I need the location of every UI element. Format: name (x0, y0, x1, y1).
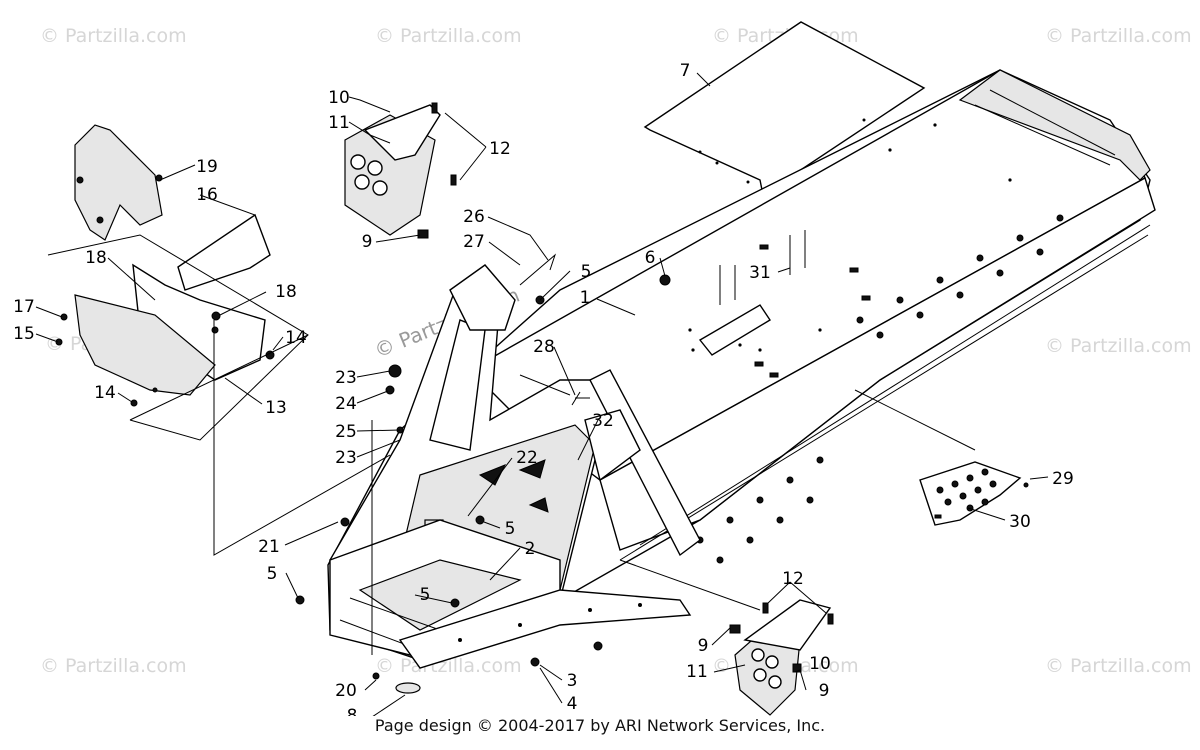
watermark: © Partzilla.com (1045, 655, 1192, 677)
callout-16: 16 (196, 185, 218, 205)
callout-11: 11 (328, 113, 350, 133)
callout-29: 29 (1052, 469, 1074, 489)
callout-26: 26 (463, 207, 485, 227)
callout-8: 8 (347, 706, 358, 716)
callout-12: 12 (782, 569, 804, 589)
part-1-tunnel (327, 69, 1156, 661)
callout-14: 14 (285, 328, 307, 348)
callout-5: 5 (420, 585, 431, 605)
callout-23: 23 (335, 368, 357, 388)
callout-28: 28 (533, 337, 555, 357)
callout-25: 25 (335, 422, 357, 442)
watermark: © Partzilla.com (40, 655, 187, 677)
leader-lines (35, 72, 1049, 716)
callout-15: 15 (13, 324, 35, 344)
watermark: © Partzilla.com (375, 25, 522, 47)
callout-18: 18 (275, 282, 297, 302)
callout-9: 9 (362, 232, 373, 252)
callout-19: 19 (196, 157, 218, 177)
page-design-credit: Page design © 2004-2017 by ARI Network S… (374, 716, 826, 735)
watermark: © Partzilla.com (1045, 335, 1192, 357)
callout-5: 5 (505, 519, 516, 539)
part-30-step (919, 461, 1029, 526)
callout-30: 30 (1009, 512, 1031, 532)
callout-24: 24 (335, 394, 357, 414)
callout-14: 14 (94, 383, 116, 403)
callout-32: 32 (592, 411, 614, 431)
front-bulkhead (329, 264, 701, 669)
callout-labels: 7 10 11 12 9 19 16 18 18 17 15 14 14 13 … (13, 61, 1074, 716)
callout-13: 13 (265, 398, 287, 418)
part-13-plate (47, 234, 309, 441)
part-11-bracket-upper (344, 102, 457, 239)
part-16-bracket (74, 124, 271, 381)
callout-4: 4 (567, 694, 578, 714)
callout-2: 2 (525, 539, 536, 559)
callout-21: 21 (258, 537, 280, 557)
watermark: © Partzilla.com (1045, 25, 1192, 47)
callout-9: 9 (819, 681, 830, 701)
callout-27: 27 (463, 232, 485, 252)
callout-20: 20 (335, 681, 357, 701)
callout-1: 1 (580, 288, 591, 308)
callout-23: 23 (335, 448, 357, 468)
callout-9: 9 (698, 636, 709, 656)
watermark: © Partzilla.com (375, 655, 522, 677)
callout-5: 5 (581, 262, 592, 282)
callout-10: 10 (328, 88, 350, 108)
callout-10: 10 (809, 654, 831, 674)
callout-7: 7 (680, 61, 691, 81)
callout-31: 31 (749, 263, 771, 283)
callout-18: 18 (85, 248, 107, 268)
part-11-bracket-lower (729, 599, 834, 716)
footrest-holes (696, 214, 1064, 564)
callout-12: 12 (489, 139, 511, 159)
chassis-exploded-view: © Partzilla.com © Partzilla.com © Partzi… (13, 21, 1192, 716)
fasteners (55, 174, 671, 694)
callout-5: 5 (267, 564, 278, 584)
callout-3: 3 (567, 671, 578, 691)
callout-11: 11 (686, 662, 708, 682)
callout-22: 22 (516, 448, 538, 468)
watermark: © Partzilla.com (40, 25, 187, 47)
callout-6: 6 (645, 248, 656, 268)
callout-17: 17 (13, 297, 35, 317)
